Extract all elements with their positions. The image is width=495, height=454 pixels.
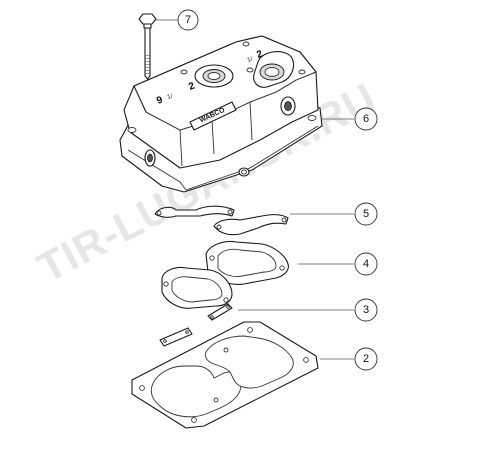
callout-7: 7 xyxy=(177,9,199,31)
valve-strip-part xyxy=(154,205,289,236)
callout-6: 6 xyxy=(354,107,378,131)
callout-3: 3 xyxy=(354,298,378,322)
callout-5: 5 xyxy=(354,202,378,226)
valve-plate-gasket-part xyxy=(161,240,289,309)
reed-strip-part xyxy=(159,303,233,347)
cylinder-head-part: WABCO 9 1/ 2 2 1/ xyxy=(119,35,323,193)
callout-4-label: 4 xyxy=(363,258,369,270)
base-gasket-part xyxy=(131,321,319,429)
port-2-marking: 2 xyxy=(187,80,196,92)
bolt-part xyxy=(138,13,157,80)
callout-4: 4 xyxy=(354,252,378,276)
callout-5-label: 5 xyxy=(363,208,369,220)
callout-2-label: 2 xyxy=(363,353,369,365)
port-2-top-marking: 2 xyxy=(255,48,264,60)
callout-2: 2 xyxy=(354,347,378,371)
callout-6-label: 6 xyxy=(363,113,369,125)
port-2-sub-marking: 1/ xyxy=(247,56,254,63)
callout-3-label: 3 xyxy=(363,304,369,316)
port-9-sub-marking: 1/ xyxy=(167,93,174,100)
port-9-marking: 9 xyxy=(155,94,164,106)
callout-7-label: 7 xyxy=(185,14,191,26)
